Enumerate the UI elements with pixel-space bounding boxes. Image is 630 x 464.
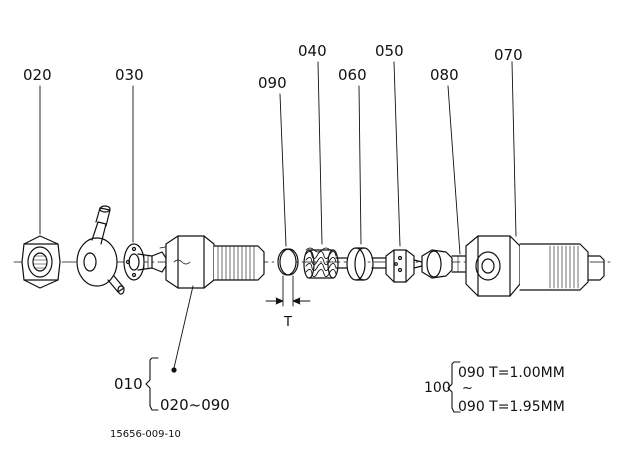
label-090: 090: [258, 74, 287, 92]
shim-spec-first: 090 T=1.00MM: [458, 365, 565, 381]
shim-spec-bracket: [447, 361, 461, 413]
part-020-hex-nut: [21, 235, 61, 289]
part-070-retaining-nut: [465, 235, 605, 297]
assembly-bracket: [145, 357, 159, 411]
label-030: 030: [115, 66, 144, 84]
part-090-shim: [277, 248, 299, 276]
part-060-spacer: [335, 247, 387, 281]
label-060: 060: [338, 66, 367, 84]
part-080-nozzle: [421, 249, 471, 279]
leader-lines: [39, 61, 517, 369]
drawing-code: 15656-009-10: [110, 429, 181, 440]
part-040-spring: [303, 247, 339, 279]
part-050-valve: [385, 249, 423, 283]
assembly-range: 020~090: [160, 396, 230, 414]
part-030-banjo-fitting: [76, 205, 125, 295]
label-040: 040: [298, 42, 327, 60]
label-080: 080: [430, 66, 459, 84]
thickness-dimension: [265, 275, 311, 307]
label-050: 050: [375, 42, 404, 60]
shim-spec-tilde: ~: [462, 381, 473, 396]
part-010-body: [165, 235, 265, 289]
dimension-t-label: T: [284, 315, 292, 330]
assembly-number: 010: [114, 375, 143, 393]
part-030-flange-nipple: [123, 243, 171, 281]
shim-spec-number: 100: [424, 380, 451, 396]
label-020: 020: [23, 66, 52, 84]
label-070: 070: [494, 46, 523, 64]
shim-spec-last: 090 T=1.95MM: [458, 399, 565, 415]
leader-dot: [171, 367, 177, 373]
